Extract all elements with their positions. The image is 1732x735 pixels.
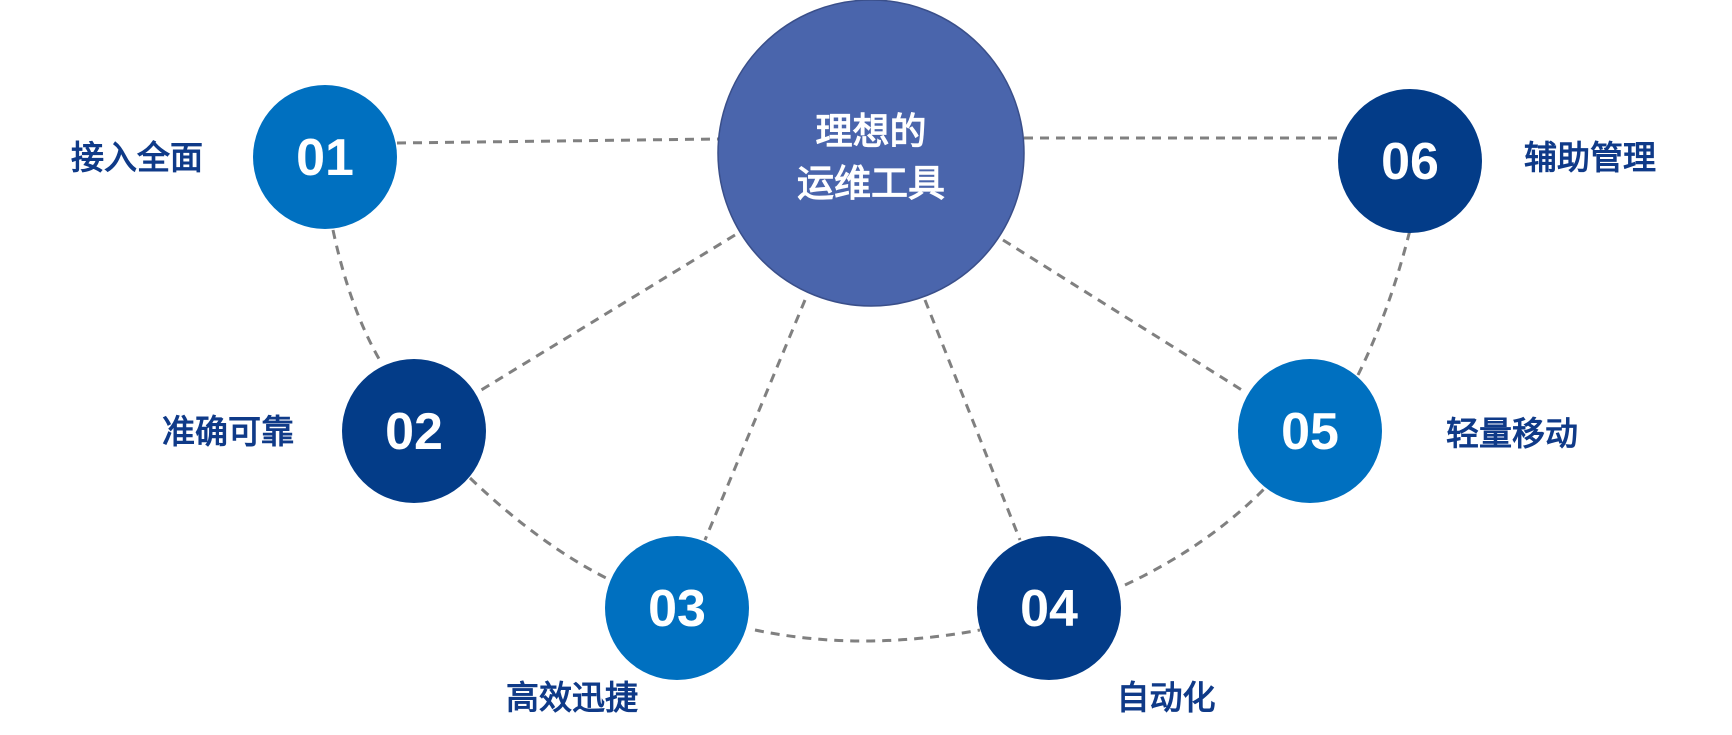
center-node: 理想的 运维工具 (717, 0, 1025, 307)
node-circle (253, 85, 397, 229)
node-label: 轻量移动 (1446, 414, 1578, 453)
node-circle (1238, 359, 1382, 503)
connector-03-04 (754, 628, 981, 643)
node-label: 接入全面 (71, 138, 203, 177)
connector-04-05 (1124, 483, 1270, 587)
node-04: 04 自动化 (977, 536, 1216, 717)
connector-05-06 (1356, 229, 1412, 376)
node-number: 01 (296, 129, 354, 187)
node-number: 06 (1381, 133, 1439, 191)
node-number: 04 (1020, 580, 1078, 638)
node-01: 01 接入全面 (71, 85, 397, 229)
connector-01-center (396, 137, 719, 145)
node-number: 05 (1281, 403, 1339, 461)
connector-center-04 (923, 299, 1022, 541)
node-circle (1338, 89, 1482, 233)
connector-center-02 (477, 233, 736, 394)
connector-01-02 (331, 229, 384, 365)
node-number: 03 (648, 580, 706, 638)
center-circle (717, 0, 1025, 307)
node-label: 准确可靠 (162, 412, 294, 451)
node-circle (977, 536, 1121, 680)
node-circle (342, 359, 486, 503)
node-03: 03 高效迅捷 (506, 536, 749, 717)
node-number: 02 (385, 403, 443, 461)
node-05: 05 轻量移动 (1238, 359, 1578, 503)
connector-center-03 (703, 299, 807, 541)
node-label: 高效迅捷 (506, 678, 638, 717)
node-06: 06 辅助管理 (1338, 89, 1656, 233)
node-02: 02 准确可靠 (162, 359, 486, 503)
connector-center-05 (1002, 238, 1246, 394)
center-title-line2: 运维工具 (797, 162, 945, 205)
connectors (331, 136, 1412, 643)
node-circle (605, 536, 749, 680)
node-label: 自动化 (1117, 678, 1216, 717)
center-title-line1: 理想的 (816, 110, 927, 153)
connector-02-03 (468, 476, 611, 582)
node-label: 辅助管理 (1524, 138, 1656, 177)
